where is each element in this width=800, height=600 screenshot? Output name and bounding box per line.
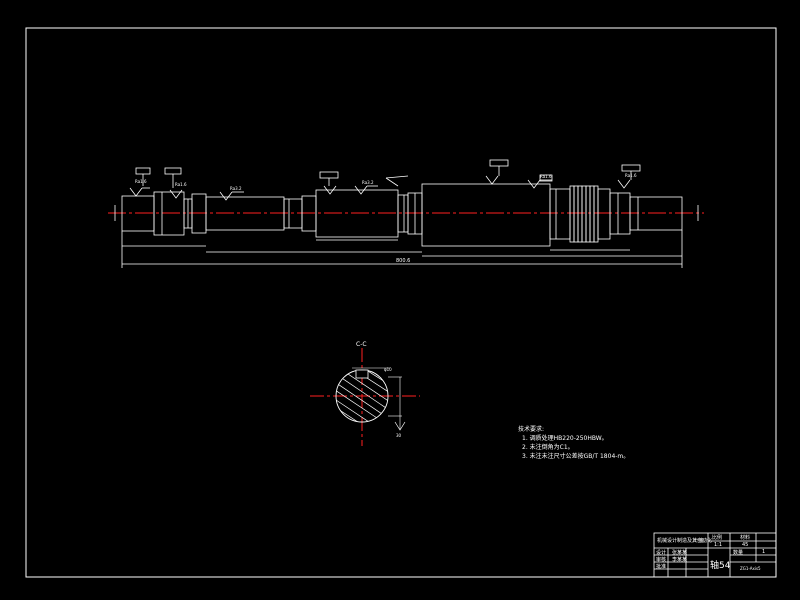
keyway-slot (355, 369, 369, 379)
title-block-frame (653, 532, 777, 578)
approve-label: 批准 (656, 564, 667, 570)
drawing-number: ZG1-Axis5 (740, 566, 761, 571)
part-name: 轴54 (710, 561, 731, 571)
design-label: 设计 (656, 550, 667, 556)
note-item: 1. 调质处理HB220-250HBW。 (522, 435, 608, 442)
quantity-value: 1 (762, 549, 766, 555)
checker-name: 李某某 (672, 557, 688, 563)
designer-name: 张某某 (672, 550, 688, 556)
quantity-label: 数量 (733, 550, 744, 556)
dimension-labels: Ra1.6 Ra1.6 Ra3.2 Ra3.2 Ra1.6 Ra1.6 (135, 173, 637, 191)
drawing-border (25, 27, 777, 578)
svg-text:Ra3.2: Ra3.2 (362, 180, 374, 185)
section-width-dim: φ10 (384, 367, 392, 372)
class-name: 一班 (694, 538, 705, 544)
section-view (310, 348, 420, 446)
svg-text:Ra1.6: Ra1.6 (175, 182, 187, 187)
overall-length-label: 800.6 (396, 258, 410, 264)
svg-text:Ra1.6: Ra1.6 (625, 173, 637, 178)
check-label: 审核 (656, 557, 667, 563)
technical-requirements: 技术要求: 1. 调质处理HB220-250HBW。 2. 未注倒角为C1。 3… (518, 425, 629, 461)
notes-title: 技术要求: (518, 426, 545, 433)
svg-text:Ra3.2: Ra3.2 (230, 186, 242, 191)
section-depth-dim: 30 (396, 433, 402, 438)
note-item: 3. 未注未注尺寸公差按GB/T 1804-m。 (522, 453, 630, 460)
svg-text:Ra1.6: Ra1.6 (540, 174, 552, 179)
section-label: C-C (356, 341, 367, 348)
scale-label: 比例 (712, 535, 723, 541)
material-label: 材料 (740, 535, 751, 541)
note-item: 2. 未注倒角为C1。 (522, 444, 574, 451)
material-value: 45 (742, 542, 749, 548)
scale-value: 1:1 (714, 542, 723, 548)
svg-text:Ra1.6: Ra1.6 (135, 179, 147, 184)
school-name: 机械设计制造及其自动化 (657, 538, 713, 544)
shaft-main-view (108, 159, 704, 268)
